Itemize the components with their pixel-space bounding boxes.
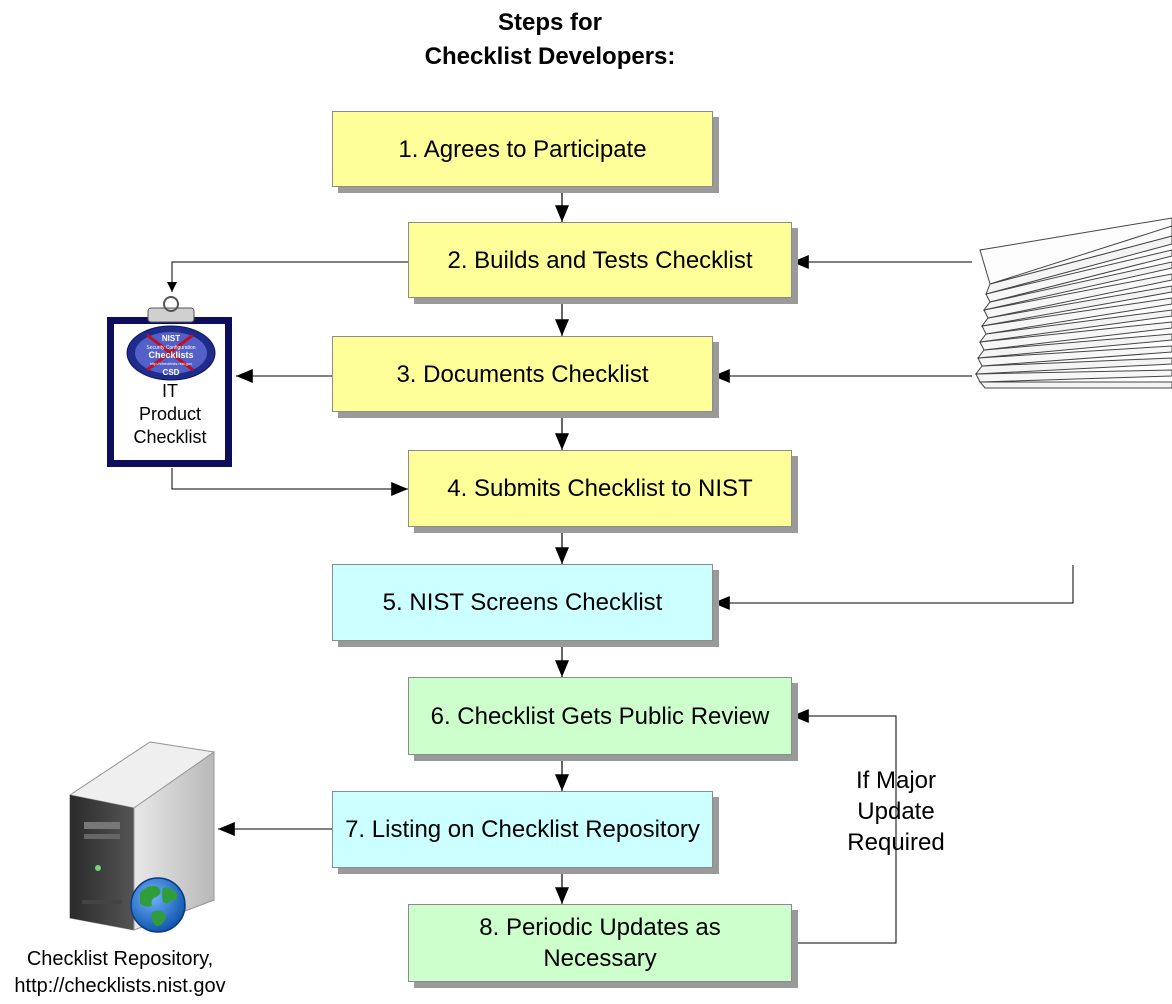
repository-label-line-1: Checklist Repository,: [26, 948, 214, 970]
step-box-4: 4. Submits Checklist to NIST: [408, 450, 792, 527]
loop-label-line-3: Required: [847, 829, 945, 856]
step-label-7: 7. Listing on Checklist Repository: [345, 816, 700, 843]
arrow-step2-to-clipboard: [167, 261, 408, 292]
clipboard-label-line-2: Product: [138, 404, 202, 424]
clipboard-icon: [107, 296, 232, 467]
step-label-6: 6. Checklist Gets Public Review: [430, 702, 770, 730]
step-label-8: 8. Periodic Updates as Necessary: [479, 914, 721, 972]
step-box-6: 6. Checklist Gets Public Review: [408, 677, 792, 755]
title-line-1: Steps for: [497, 9, 602, 36]
badge-sub-text: Security Configuration: [146, 345, 195, 351]
diagram-title: Steps for Checklist Developers:: [330, 6, 770, 74]
step-label-2: 2. Builds and Tests Checklist: [447, 246, 753, 274]
loop-label: If Major Update Required: [826, 765, 966, 858]
step-box-3: 3. Documents Checklist: [332, 336, 713, 412]
step-box-5: 5. NIST Screens Checklist: [332, 564, 713, 641]
globe-icon: [130, 877, 186, 933]
clipboard-label: IT Product Checklist: [116, 380, 224, 449]
step-label-3: 3. Documents Checklist: [396, 360, 649, 388]
step-box-2: 2. Builds and Tests Checklist: [408, 222, 792, 298]
repository-label: Checklist Repository, http://checklists.…: [0, 946, 240, 1000]
badge-bottom-text: CSD: [163, 368, 180, 377]
badge-top-text: NIST: [162, 334, 180, 343]
arrow-loop-step8-to-step6: [713, 709, 897, 944]
arrow-clipboard-to-step4: [171, 468, 409, 496]
step-label-4: 4. Submits Checklist to NIST: [447, 475, 753, 502]
repository-label-line-2: http://checklists.nist.gov: [14, 975, 226, 997]
step-label-1: 1. Agrees to Participate: [398, 135, 647, 163]
step-label-5: 5. NIST Screens Checklist: [382, 589, 663, 616]
step-box-8: 8. Periodic Updates as Necessary: [408, 904, 792, 982]
arrow-to-step5: [713, 565, 1074, 610]
badge-url-text: http://checklists.nist.gov: [150, 361, 192, 366]
badge-main-text: Checklists: [148, 350, 193, 360]
loop-label-line-2: Update: [857, 798, 935, 825]
step-box-7: 7. Listing on Checklist Repository: [332, 791, 713, 868]
document-stack-icon: [974, 217, 1172, 389]
clipboard-label-line-3: Checklist: [133, 427, 207, 447]
step-box-1: 1. Agrees to Participate: [332, 111, 713, 187]
clipboard-label-line-1: IT: [162, 381, 178, 401]
loop-label-line-1: If Major: [855, 767, 936, 794]
title-line-2: Checklist Developers:: [424, 43, 676, 70]
